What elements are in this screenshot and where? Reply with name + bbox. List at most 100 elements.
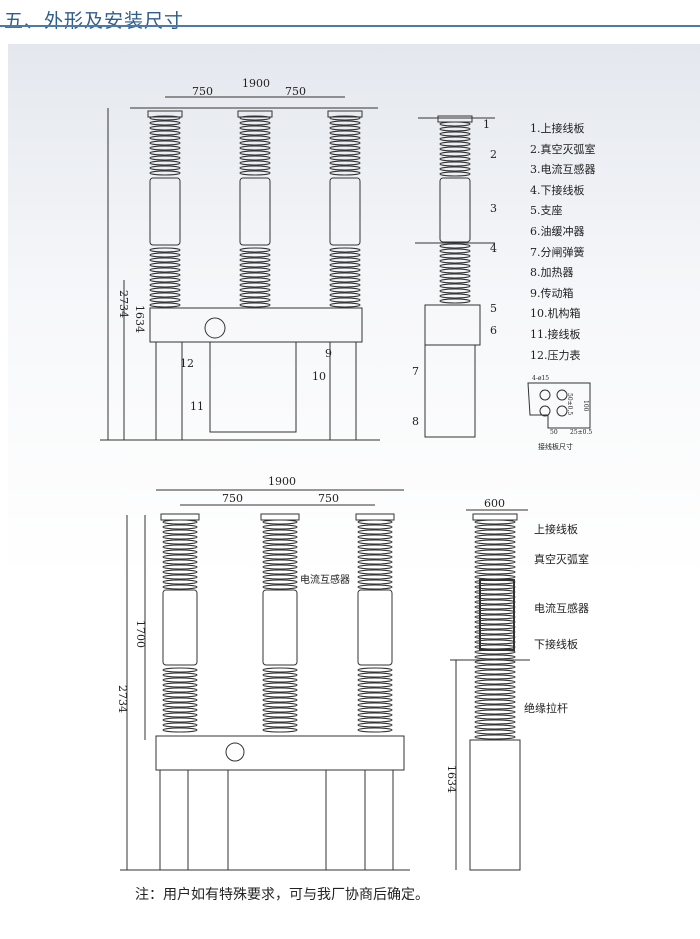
insulator-rib (239, 267, 271, 273)
leg-right (364, 769, 394, 871)
insulator-rib (162, 682, 198, 688)
insulator-rib (439, 288, 471, 294)
insulator-rib (239, 287, 271, 293)
insulator-rib (474, 719, 516, 725)
insulator-rib (262, 687, 298, 693)
ct-housing (357, 589, 393, 666)
insulator-rib (162, 677, 198, 683)
insulator-rib (329, 292, 361, 298)
insulator-rib (239, 247, 271, 253)
insulator-rib (357, 549, 393, 555)
insulator-rib (239, 292, 271, 298)
insulator-rib (162, 717, 198, 723)
insulator-group (147, 110, 518, 740)
insulator-rib (329, 135, 361, 141)
top-front-view (100, 96, 380, 441)
insulator-rib (149, 155, 181, 161)
insulator-rib (357, 707, 393, 713)
insulator-rib (162, 534, 198, 540)
insulator-rib (162, 544, 198, 550)
insulator-rib (439, 293, 471, 299)
dim-total-height: 2734 (117, 290, 130, 318)
insulator-rib (239, 120, 271, 126)
insulator-rib (162, 554, 198, 560)
dim-pitch-left: 750 (222, 492, 243, 505)
terminal-cap (327, 110, 363, 118)
insulator-rib (262, 579, 298, 585)
plate-holes: 4-ø15 (532, 375, 549, 382)
insulator-rib (474, 664, 516, 670)
ct-housing (329, 177, 361, 246)
insulator-rib (329, 277, 361, 283)
insulator-rib (439, 136, 471, 142)
callout-11: 11 (190, 400, 204, 413)
insulator-rib (439, 166, 471, 172)
insulator-rib (149, 125, 181, 131)
insulator-rib (262, 682, 298, 688)
insulator-rib (149, 165, 181, 171)
mechanism-box (424, 344, 476, 438)
insulator-rib (329, 155, 361, 161)
insulator-rib (162, 549, 198, 555)
insulator-rib (357, 697, 393, 703)
legend-item: 4.下接线板 (530, 183, 585, 197)
insulator-rib (162, 524, 198, 530)
insulator-rib (439, 298, 471, 304)
insulator-rib (262, 534, 298, 540)
terminal-cap (260, 513, 300, 521)
insulator-rib (439, 253, 471, 259)
insulator-rib (329, 145, 361, 151)
column (469, 739, 521, 871)
insulator-rib (329, 287, 361, 293)
insulator-rib (262, 549, 298, 555)
terminal-cap (237, 110, 273, 118)
insulator-rib (262, 559, 298, 565)
insulator-rib (357, 539, 393, 545)
insulator-rib (262, 519, 298, 525)
insulator-rib (162, 722, 198, 728)
insulator-rib (357, 529, 393, 535)
insulator-rib (149, 297, 181, 303)
insulator-rib (149, 277, 181, 283)
ct-housing (262, 589, 298, 666)
insulator-rib (474, 714, 516, 720)
legend-item: 5.支座 (530, 204, 563, 218)
dim-pitch-left: 750 (192, 85, 213, 98)
insulator-rib (329, 125, 361, 131)
pressure-gauge (204, 317, 226, 339)
callout-3: 3 (490, 202, 497, 215)
insulator-rib (474, 564, 516, 570)
mechanism-box (227, 769, 327, 871)
insulator-rib (239, 302, 271, 308)
insulator-rib (357, 554, 393, 560)
terminal-cap (160, 513, 200, 521)
callout-1: 1 (483, 118, 490, 131)
mechanism-base (155, 735, 405, 771)
insulator-rib (162, 712, 198, 718)
insulator-rib (357, 584, 393, 590)
callout-4: 4 (490, 242, 497, 255)
callout-2: 2 (490, 148, 497, 161)
insulator-rib (149, 252, 181, 258)
insulator-rib (474, 529, 516, 535)
insulator-rib (262, 707, 298, 713)
insulator-rib (329, 247, 361, 253)
insulator-rib (357, 727, 393, 733)
front-ct-label: 电流互感器 (300, 573, 350, 586)
dim-pitch-right: 750 (285, 85, 306, 98)
insulator-rib (239, 170, 271, 176)
insulator-rib (357, 544, 393, 550)
dim-overall: 1900 (268, 475, 296, 488)
side-label-lower-terminal: 下接线板 (534, 637, 578, 651)
callout-12: 12 (180, 357, 194, 370)
insulator-rib (262, 564, 298, 570)
insulator-rib (357, 687, 393, 693)
insulator-rib (474, 709, 516, 715)
insulator-rib (149, 287, 181, 293)
insulator-rib (329, 130, 361, 136)
insulator-rib (149, 247, 181, 253)
insulator-rib (474, 574, 516, 580)
callout-6: 6 (490, 324, 497, 337)
insulator-rib (474, 549, 516, 555)
parts-legend: 1.上接线板 2.真空灭弧室 3.电流互感器 4.下接线板 5.支座 6.油缓冲… (530, 119, 596, 366)
